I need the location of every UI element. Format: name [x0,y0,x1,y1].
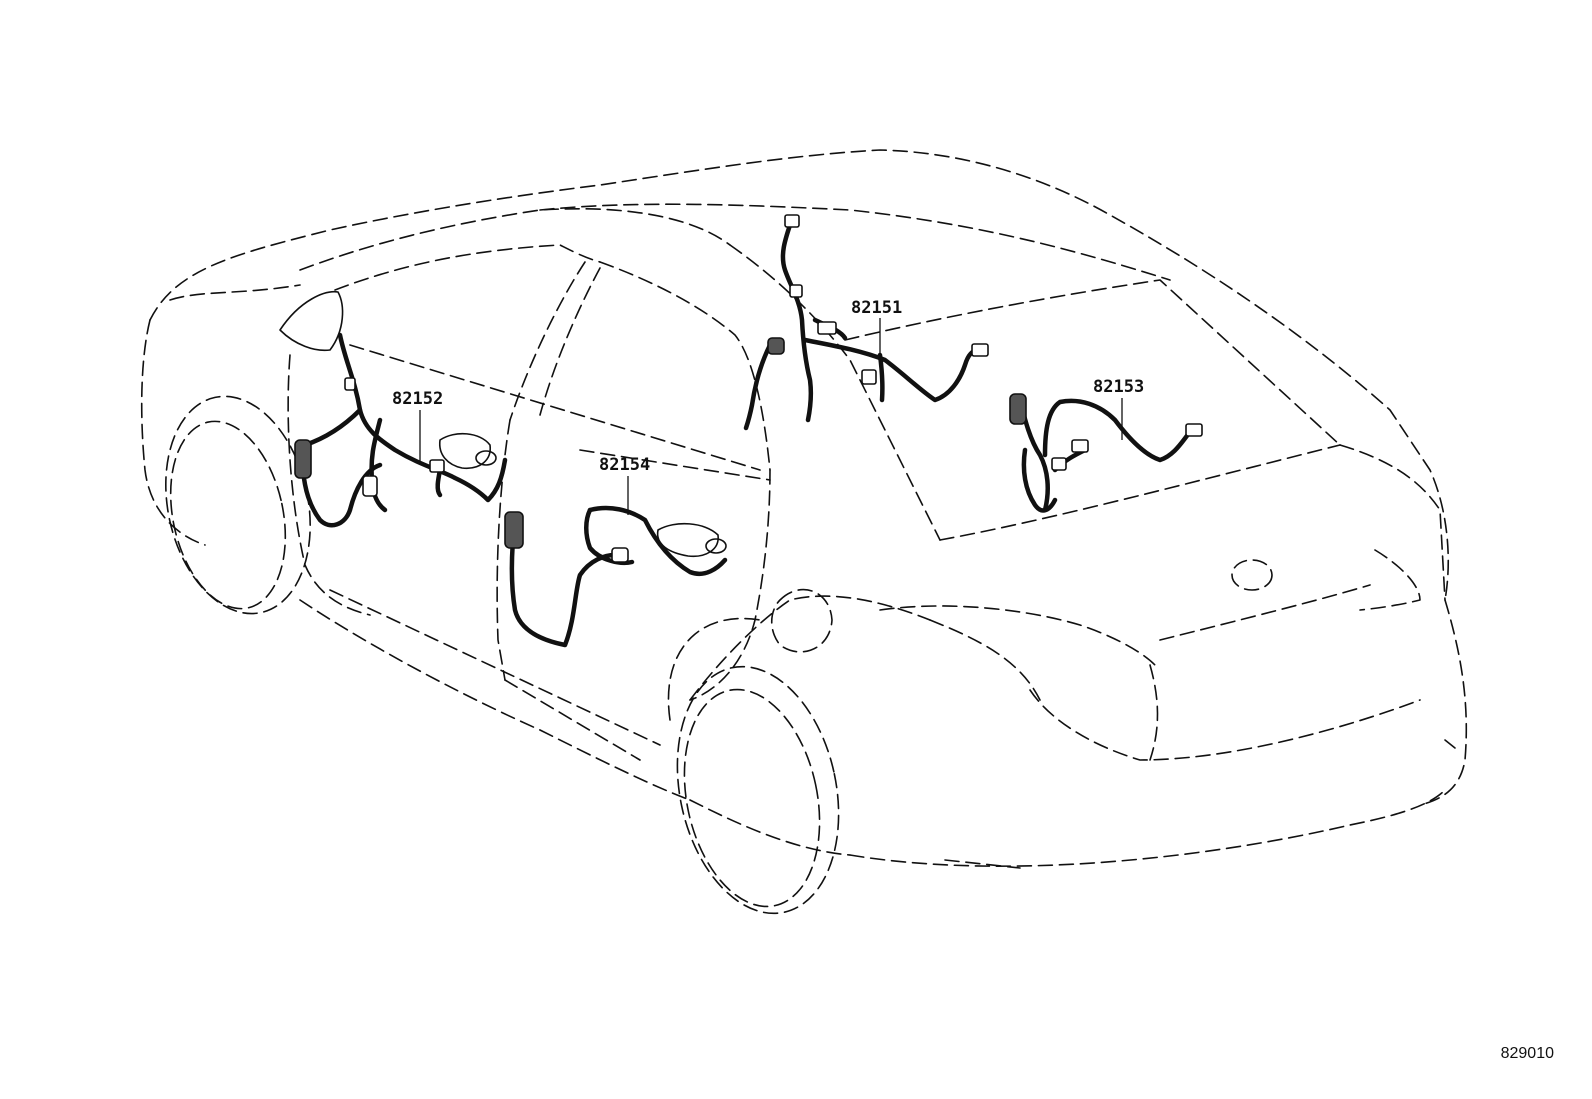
part-label-82151: 82151 [851,298,902,318]
part-label-82153: 82153 [1093,377,1144,397]
callout-82151: 82151 [851,298,902,365]
callout-82153: 82153 [1093,377,1144,440]
callout-82154: 82154 [599,455,650,515]
harness-82151[interactable] [743,214,989,431]
part-label-82154: 82154 [599,455,650,475]
vehicle-body [140,149,1468,915]
part-label-82152: 82152 [392,389,443,409]
harness-82153[interactable] [1009,393,1203,513]
reference-code: 829010 [1500,1045,1554,1062]
harness-82152[interactable] [294,332,508,528]
harness-82154[interactable] [504,505,728,648]
callout-82152: 82152 [392,389,443,462]
